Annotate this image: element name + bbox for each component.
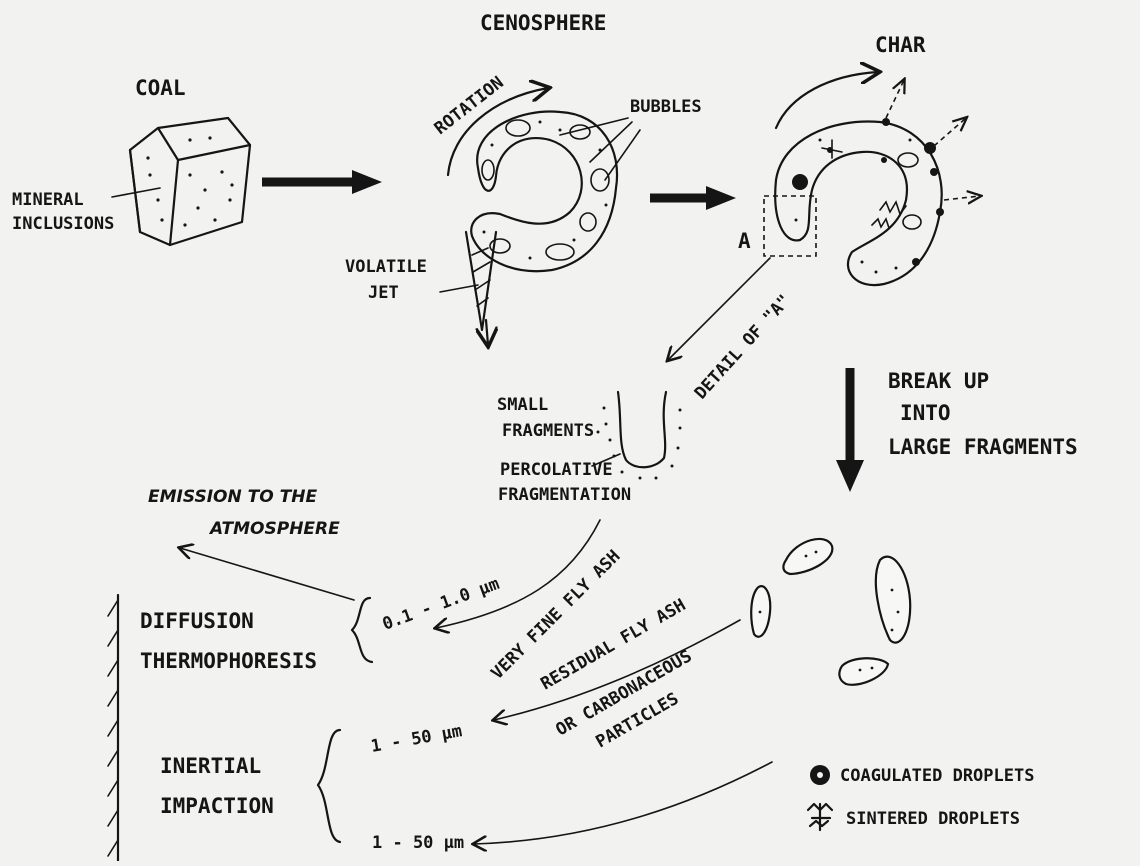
break-up-arrow <box>836 368 864 492</box>
char-rotation-arrow <box>776 72 878 128</box>
sintered-droplet-icon <box>808 804 832 830</box>
size-coarse-label-2: 1 - 50 µm <box>372 833 464 853</box>
coarse-impaction-arrow <box>474 762 772 844</box>
char-escape-arrows <box>886 80 980 200</box>
volatile-pointer <box>440 285 478 292</box>
thermophoresis-label: THERMOPHORESIS <box>140 649 317 673</box>
inertial-label: INERTIAL <box>160 754 261 778</box>
large-fragments <box>751 539 910 685</box>
emission-label-1: EMISSION TO THE <box>148 487 317 507</box>
coarse-brace <box>318 730 340 842</box>
volatile-label-1: VOLATILE <box>345 257 427 277</box>
diffusion-label: DIFFUSION <box>140 609 254 633</box>
percolative-label-1: PERCOLATIVE <box>500 460 613 480</box>
bubbles-label: BUBBLES <box>630 97 702 117</box>
mineral-inclusions-label-1: MINERAL <box>12 190 84 210</box>
cenosphere-label: CENOSPHERE <box>480 11 606 35</box>
arrow-cenosphere-to-char <box>650 186 736 210</box>
very-fine-fly-ash-label: VERY FINE FLY ASH <box>487 546 624 683</box>
small-fragments-label-2: FRAGMENTS <box>502 421 594 441</box>
break-up-label-2: INTO <box>900 401 951 425</box>
break-up-label-1: BREAK UP <box>888 369 989 393</box>
small-fragments-label-1: SMALL <box>497 395 548 415</box>
deposition-wall <box>108 595 118 861</box>
emission-label-2: ATMOSPHERE <box>208 519 340 539</box>
percolative-label-2: FRAGMENTATION <box>498 485 631 505</box>
detail-a-marker: A <box>738 229 751 253</box>
arrow-coal-to-cenosphere <box>262 170 382 194</box>
impaction-label: IMPACTION <box>160 794 274 818</box>
size-fine-label: 0.1 - 1.0 µm <box>380 574 502 635</box>
emission-arrow <box>180 548 354 600</box>
fine-brace <box>352 598 372 662</box>
mineral-inclusions-label-2: INCLUSIONS <box>12 214 114 234</box>
legend: COAGULATED DROPLETS SINTERED DROPLETS <box>808 765 1034 830</box>
coal-particle <box>130 118 250 245</box>
detail-of-a-label: DETAIL OF "A" <box>691 291 795 403</box>
size-coarse-label-1: 1 - 50 µm <box>369 721 463 757</box>
sintered-droplets-label: SINTERED DROPLETS <box>846 809 1020 829</box>
char-label: CHAR <box>875 33 926 57</box>
coal-label: COAL <box>135 76 186 100</box>
volatile-label-2: JET <box>368 283 399 303</box>
char-particle <box>775 118 944 285</box>
coagulated-droplets-label: COAGULATED DROPLETS <box>840 766 1034 786</box>
very-fine-ash-arrow <box>436 520 600 628</box>
break-up-label-3: LARGE FRAGMENTS <box>888 435 1078 459</box>
